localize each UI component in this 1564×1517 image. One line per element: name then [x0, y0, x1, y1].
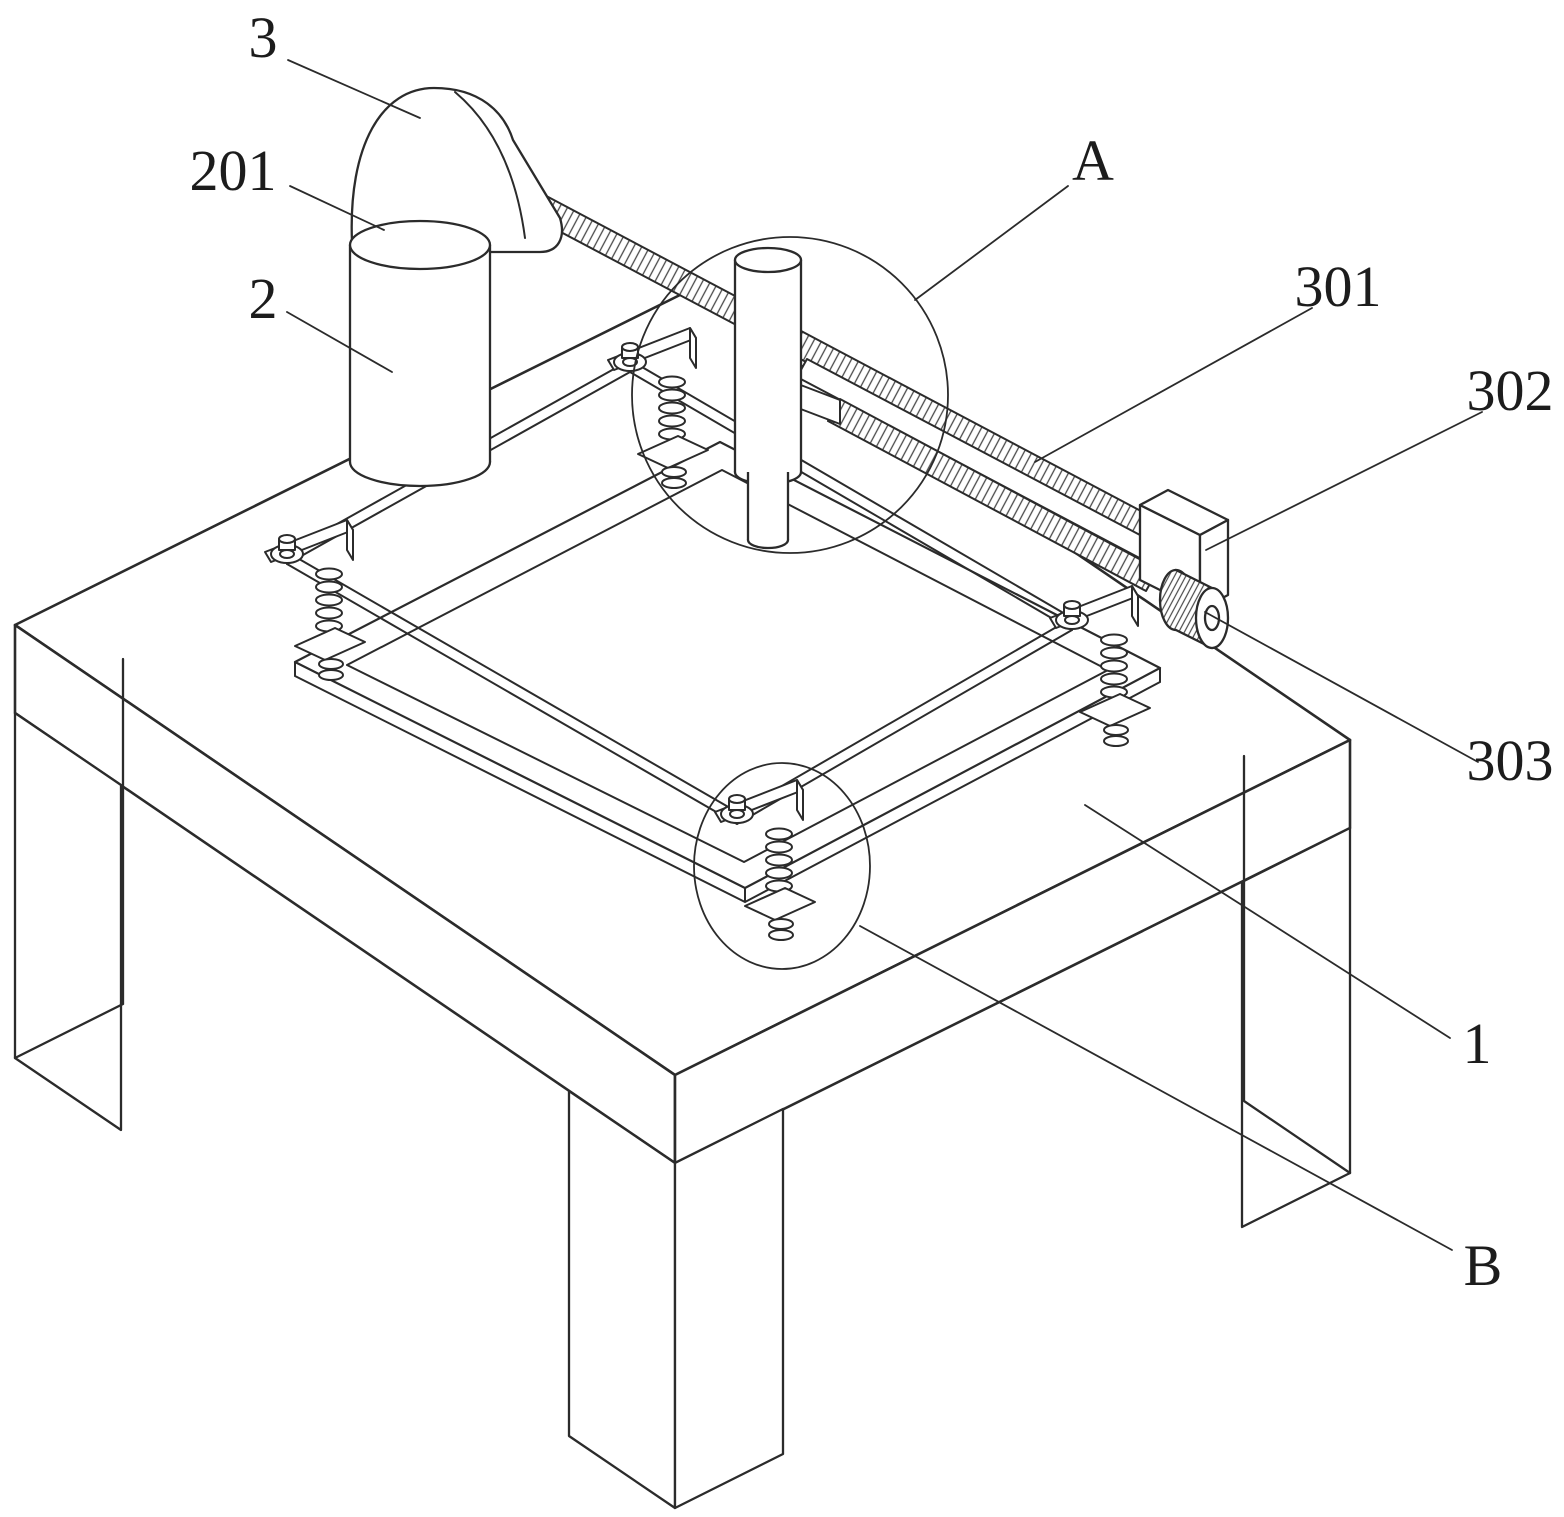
label-303: 303 — [1467, 728, 1554, 793]
table-leg-left — [13, 657, 125, 1132]
leader-301 — [1034, 307, 1313, 463]
label-3: 3 — [249, 5, 278, 70]
leader-201 — [289, 185, 385, 231]
label-A: A — [1072, 128, 1114, 193]
adjust-knob-303 — [1158, 568, 1230, 650]
table-leg-front — [567, 1089, 785, 1510]
label-301: 301 — [1295, 254, 1382, 319]
detail-circle-B — [693, 762, 871, 970]
leader-3 — [287, 59, 421, 119]
label-2: 2 — [249, 266, 278, 331]
part-labels: 3 201 2 A 301 302 303 1 B — [190, 5, 1554, 1298]
leader-1 — [1084, 804, 1451, 1039]
label-201: 201 — [190, 138, 277, 203]
column-collar-201 — [348, 219, 492, 271]
leader-lines — [286, 59, 1483, 1251]
carriage-spindle — [733, 246, 803, 550]
support-column-2 — [348, 219, 492, 488]
leader-2 — [286, 311, 393, 373]
label-B: B — [1464, 1233, 1503, 1298]
leader-A — [914, 185, 1069, 301]
leader-302 — [1205, 411, 1483, 551]
drive-housing-3 — [350, 86, 564, 254]
label-1: 1 — [1463, 1011, 1492, 1076]
table-leg-right — [1240, 754, 1352, 1229]
detail-circle-A — [631, 236, 949, 554]
leader-303 — [1204, 611, 1479, 763]
label-302: 302 — [1467, 358, 1554, 423]
lead-screw-301 — [797, 383, 1159, 592]
leader-B — [859, 925, 1453, 1251]
